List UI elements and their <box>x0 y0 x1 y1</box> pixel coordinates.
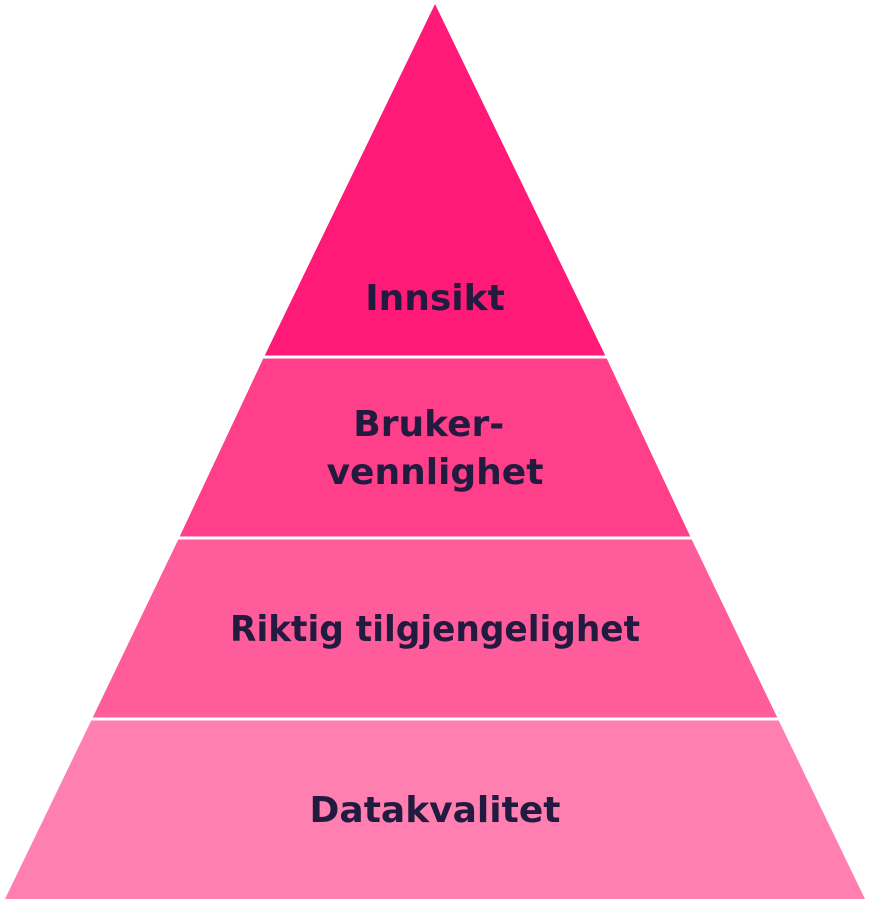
level-4-shape <box>5 719 865 899</box>
level-3-shape <box>92 538 778 719</box>
level-2-label: Bruker- vennlighet <box>327 404 544 493</box>
level-4-label: Datakvalitet <box>310 790 561 831</box>
level-2-label-line-2: vennlighet <box>327 452 544 493</box>
level-1-shape <box>264 4 606 357</box>
level-1-label: Innsikt <box>365 278 505 319</box>
level-2-shape <box>179 357 691 538</box>
level-2-label-line-1: Bruker- <box>353 404 504 445</box>
level-3-label: Riktig tilgjengelighet <box>230 609 640 650</box>
